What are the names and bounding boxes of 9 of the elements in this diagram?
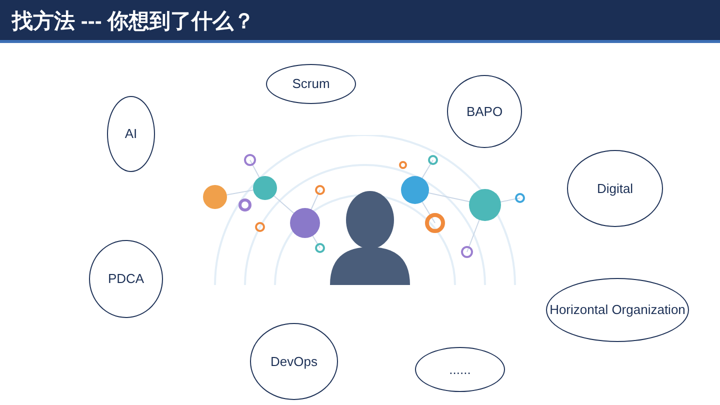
bubble-label: Horizontal Organization [550, 302, 686, 318]
slide-title: 找方法 --- 你想到了什么？ [12, 8, 255, 35]
bubble-label: ...... [449, 362, 471, 378]
bubble-label: Scrum [292, 76, 330, 92]
bubble-label: Digital [596, 180, 634, 196]
bubble-label: BAPO [466, 104, 503, 120]
bubble-label: DevOps [270, 354, 318, 370]
bubble-label: PDCA [108, 271, 144, 287]
bubble-label: AI [124, 126, 138, 142]
